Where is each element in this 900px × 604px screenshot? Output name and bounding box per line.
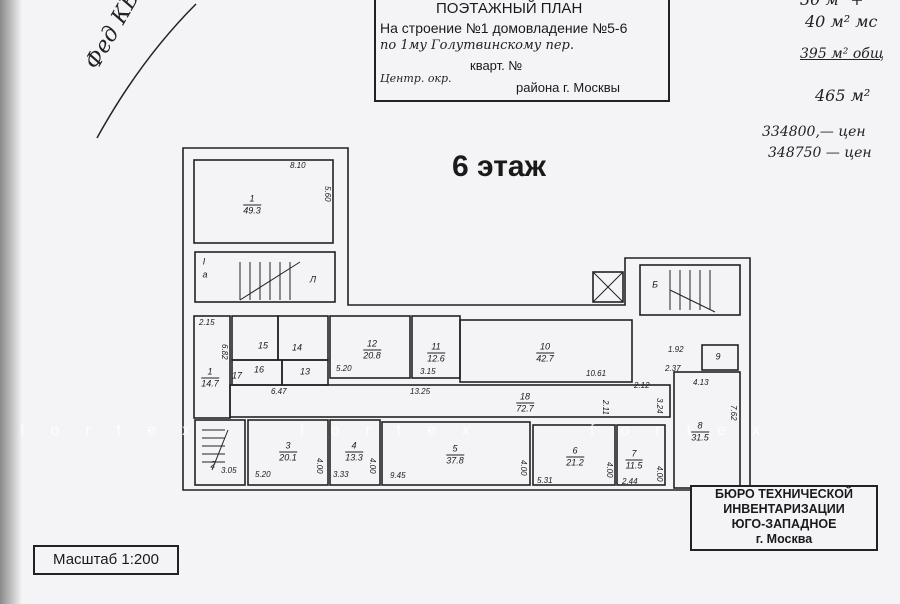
room-9: [701, 344, 739, 371]
dimension: 4.00: [315, 458, 324, 474]
staircase-bottom: [194, 419, 246, 486]
note-line-3: 465 м²: [815, 86, 871, 105]
dimension: 2.37: [665, 364, 681, 373]
room-7: [616, 424, 666, 486]
dimension: 1.92: [668, 345, 684, 354]
dimension: 8.10: [290, 161, 306, 170]
dimension: 6.82: [220, 344, 229, 360]
room-label: Л: [309, 274, 317, 285]
bti-line: БЮРО ТЕХНИЧЕСКОЙ: [714, 487, 854, 501]
watermark: fortex: [20, 422, 217, 439]
dimension: 2.11: [601, 400, 610, 415]
dimension: 5.60: [323, 186, 332, 202]
plan-title: ПОЭТАЖНЫЙ ПЛАН: [436, 0, 583, 17]
note-line-2: 395 м² общ: [800, 46, 884, 62]
note-line-1: 40 м² мс: [805, 12, 878, 31]
room-label: 9: [715, 351, 721, 362]
dimension: 13.25: [410, 387, 431, 396]
bti-line: ЮГО-ЗАПАДНОЕ: [731, 517, 837, 531]
room-label: 13: [299, 366, 311, 377]
price-0: 334800,— цен: [762, 124, 866, 140]
room-3: [247, 419, 329, 486]
dimension: 5.20: [336, 364, 352, 373]
room-10: [459, 319, 633, 383]
scale-label: Масштаб 1:200: [53, 551, 159, 568]
dimension: 6.47: [271, 387, 287, 396]
stair-right: [639, 264, 741, 316]
room-label: I: [202, 256, 206, 267]
room-1-top: [193, 159, 334, 244]
dimension: 4.00: [655, 466, 664, 482]
stamp-district-line: района г. Москвы: [516, 80, 620, 95]
room-label: Б: [652, 279, 658, 290]
dimension: 7.62: [729, 405, 738, 421]
dimension: 2.12: [634, 381, 650, 390]
dimension: 3.33: [333, 470, 349, 479]
bti-line: г. Москва: [755, 532, 813, 546]
dimension: 9.45: [390, 471, 406, 480]
room-label: 2: [210, 459, 216, 470]
stamp-street-line: по 1му Голутвинскому пер.: [380, 38, 574, 53]
room-label: 14: [291, 342, 303, 353]
outer-wall: [182, 147, 751, 491]
watermark: fortex: [300, 422, 497, 439]
dimension: 3.05: [221, 466, 237, 475]
dimension: 4.13: [693, 378, 709, 387]
dimension: 3.15: [420, 367, 436, 376]
bti-stamp: БЮРО ТЕХНИЧЕСКОЙ ИНВЕНТАРИЗАЦИИ ЮГО-ЗАПА…: [690, 485, 878, 551]
stair-treads-left: [239, 261, 301, 301]
dimension: 10.61: [586, 369, 607, 378]
plan-stamp: ПОЭТАЖНЫЙ ПЛАН На строение №1 домовладен…: [374, 0, 670, 102]
room-12: [329, 315, 411, 379]
note-line-0: 30 м² +: [800, 0, 864, 9]
room-label: a: [202, 269, 208, 280]
stamp-block-line: кварт. №: [470, 58, 523, 73]
room-label: 15: [257, 340, 269, 351]
dimension: 5.20: [255, 470, 271, 479]
room-4: [329, 419, 381, 486]
elevator: [592, 271, 624, 303]
dimension: 4.00: [368, 458, 377, 474]
dimension: 5.31: [537, 476, 553, 485]
dimension: 2.44: [622, 477, 638, 486]
dimension: 4.00: [519, 460, 528, 476]
dimension: 4.00: [605, 462, 614, 478]
floor-title: 6 этаж: [452, 150, 546, 183]
toilet-14: [277, 315, 329, 361]
dimension: 3.24: [655, 398, 664, 414]
room-1-left: [193, 315, 231, 419]
watermark: fortex: [590, 422, 787, 439]
corridor-18: [229, 384, 671, 418]
scan-edge-shadow: [0, 0, 22, 604]
price-1: 348750 — цен: [768, 145, 872, 161]
room-label: 16: [253, 364, 265, 375]
staircase-left: [194, 251, 336, 303]
bti-line: ИНВЕНТАРИЗАЦИИ: [723, 502, 845, 516]
room-5: [381, 421, 531, 486]
toilet-15: [231, 315, 279, 361]
dimension: 2.15: [199, 318, 215, 327]
stair-treads-bottom: [202, 429, 229, 471]
scale-stamp: Масштаб 1:200: [33, 545, 179, 575]
room-6: [532, 424, 616, 486]
stamp-building-line: На строение №1 домовладение №5-6: [380, 20, 628, 36]
room-label: 17: [231, 370, 243, 381]
stair-treads-right: [669, 270, 716, 313]
stamp-district-hand: Центр. окр.: [380, 72, 452, 85]
